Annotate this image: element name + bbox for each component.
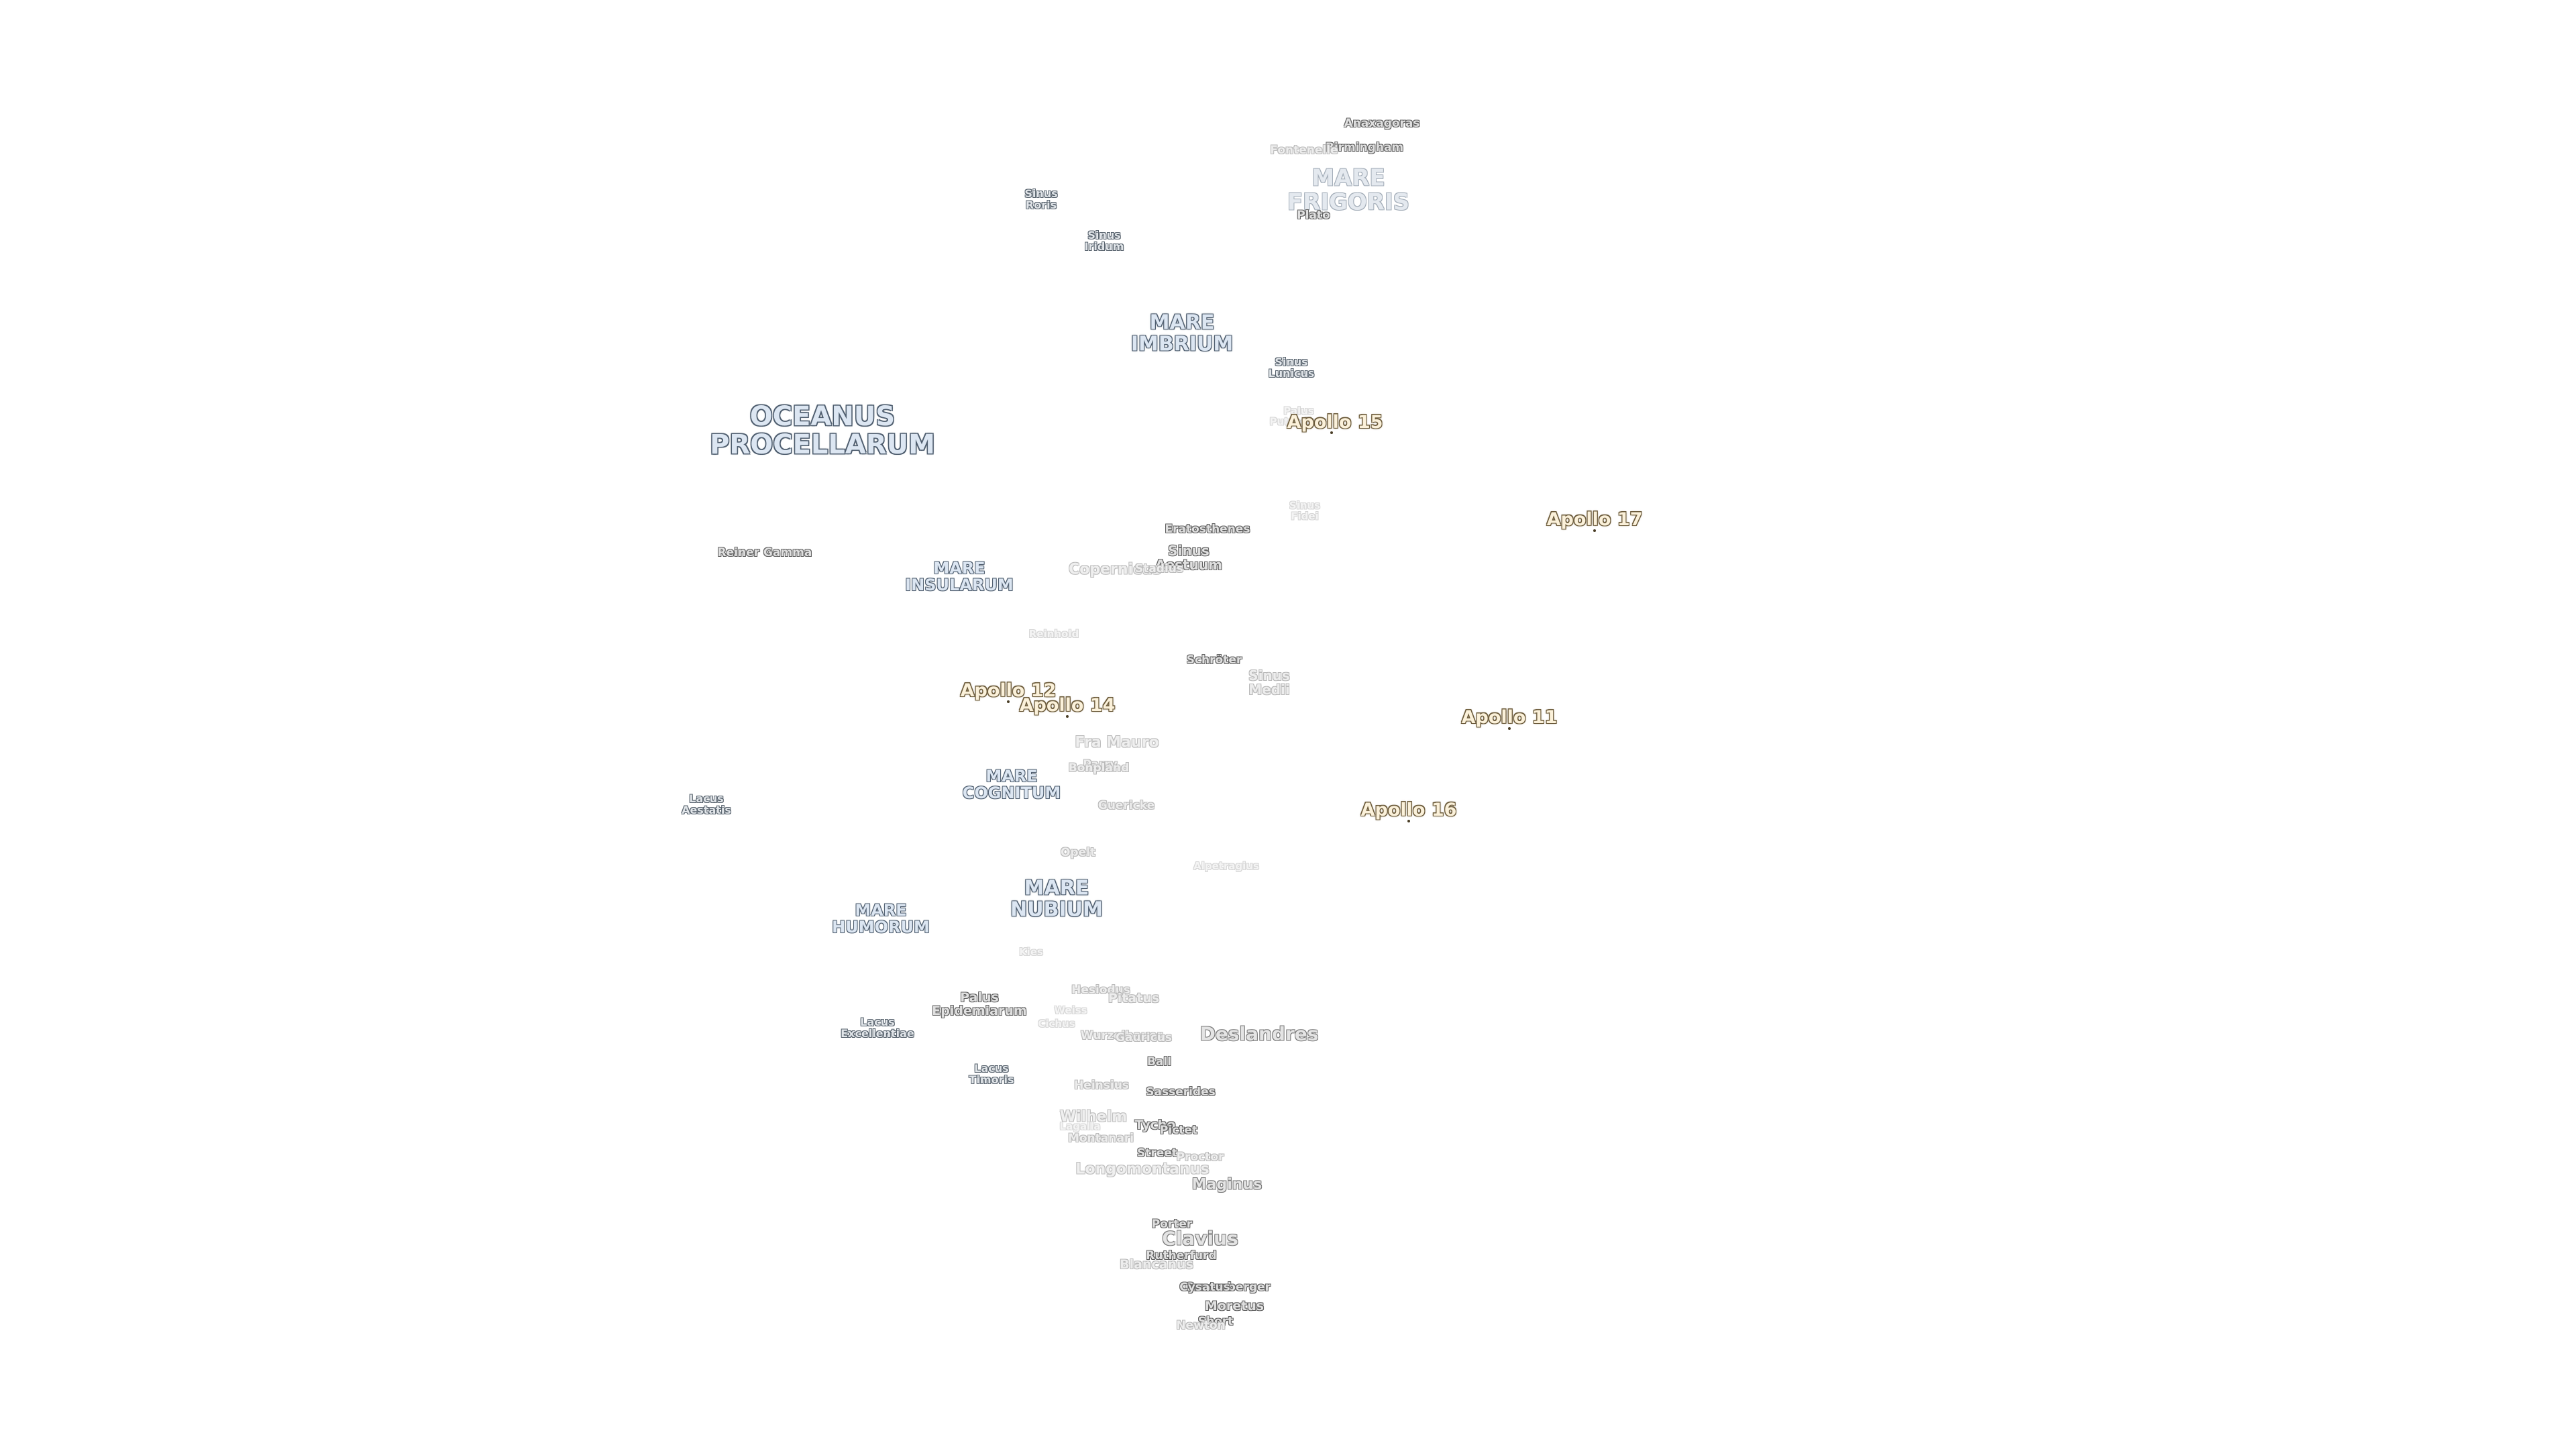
label-fontenelle: Fontenelle (1270, 144, 1338, 158)
label-mare-insularum: MARE INSULARUM (905, 558, 1014, 594)
label-sinus-fidei: Sinus Fidei (1289, 499, 1321, 522)
label-heinsius: Heinsius (1074, 1079, 1129, 1093)
label-sinus-medii: Sinus Medii (1248, 667, 1290, 698)
label-parry: Parry (1083, 758, 1118, 772)
label-proctor: Proctor (1176, 1150, 1224, 1165)
label-cysatus: Cysatus (1179, 1281, 1230, 1295)
label-gauricus: Gauricus (1115, 1031, 1173, 1045)
label-anaxagoras: Anaxagoras (1344, 117, 1420, 131)
label-lagalla: Lagalla (1059, 1120, 1101, 1133)
label-mare-cognitum: MARE COGNITUM (962, 766, 1061, 802)
label-montanari: Montanari (1067, 1132, 1134, 1146)
label-moretus: Moretus (1204, 1299, 1265, 1314)
label-alpetragius: Alpetragius (1193, 860, 1259, 873)
label-sinus-aestuum: Sinus Aestuum (1155, 543, 1222, 573)
label-ball: Ball (1146, 1055, 1172, 1069)
label-bonpland: Bonpland (1068, 761, 1130, 775)
label-newton: Newton (1176, 1319, 1226, 1333)
label-oceanus-procellarum: OCEANUS PROCELLARUM (710, 401, 935, 460)
label-sinus-lunicus: Sinus Lunicus (1268, 356, 1315, 380)
label-apollo-16: Apollo 16 (1360, 799, 1457, 820)
label-apollo-11: Apollo 11 (1461, 706, 1558, 728)
apollo-12-marker (1007, 700, 1010, 703)
label-apollo-15: Apollo 15 (1287, 411, 1383, 433)
apollo-15-marker (1330, 431, 1333, 434)
label-deslandres: Deslandres (1199, 1022, 1319, 1045)
label-fra-mauro: Fra Mauro (1075, 734, 1159, 751)
label-mare-nubium: MARE NUBIUM (1010, 876, 1103, 921)
label-reinhold: Reinhold (1028, 628, 1079, 641)
label-mare-frigoris: MARE FRIGORIS (1287, 164, 1410, 215)
label-schroter: Schröter (1186, 653, 1242, 667)
label-wurzelbauer: Wurzelbauer (1080, 1029, 1163, 1043)
label-apollo-12: Apollo 12 (960, 680, 1057, 701)
label-porter: Porter (1151, 1218, 1193, 1232)
label-pitatus: Pitatus (1108, 991, 1160, 1006)
label-rutherfurd: Rutherfurd (1146, 1249, 1217, 1263)
label-street: Street (1137, 1146, 1177, 1161)
label-reiner-gamma: Reiner Gamma (717, 546, 812, 560)
apollo-14-marker (1066, 715, 1069, 718)
label-palus-putredinis: Palus Putredinis (1269, 405, 1328, 427)
label-kies: Kies (1019, 946, 1043, 959)
label-lacus-timoris: Lacus Timoris (969, 1062, 1014, 1086)
label-cichus: Cichus (1038, 1018, 1075, 1030)
label-lacus-aestatis: Lacus Aestatis (682, 792, 731, 816)
label-eratosthenes: Eratosthenes (1165, 523, 1250, 537)
label-opelt: Opelt (1060, 846, 1096, 860)
label-plato: Plato (1297, 209, 1330, 223)
label-longomontanus: Longomontanus (1075, 1161, 1210, 1178)
label-apollo-14: Apollo 14 (1019, 694, 1116, 716)
label-blancanus: Blancanus (1120, 1257, 1193, 1273)
label-mare-humorum: MARE HUMORUM (832, 900, 930, 936)
label-palus-epidemiarum: Palus Epidemiarum (932, 990, 1027, 1018)
label-clavius: Clavius (1162, 1227, 1238, 1250)
label-gruemberger: Gruemberger (1185, 1281, 1271, 1295)
label-hesiodus: Hesiodus (1071, 983, 1130, 998)
label-sasserides: Sasserides (1146, 1085, 1216, 1099)
label-lacus-excellentiae: Lacus Excellentiae (841, 1016, 914, 1040)
apollo-17-marker (1593, 529, 1596, 532)
label-maginus: Maginus (1191, 1176, 1263, 1193)
label-pictet: Pictet (1159, 1124, 1198, 1138)
label-weiss: Weiss (1054, 1004, 1087, 1017)
apollo-11-marker (1508, 727, 1511, 730)
label-tycho: Tycho (1134, 1118, 1176, 1133)
label-short: Short (1197, 1315, 1234, 1329)
apollo-16-marker (1407, 820, 1410, 822)
label-stadius: Stadius (1134, 562, 1184, 576)
label-mare-imbrium: MARE IMBRIUM (1130, 311, 1234, 356)
label-birmingham: Birmingham (1325, 141, 1404, 155)
label-guericke: Guericke (1097, 799, 1155, 813)
label-apollo-17: Apollo 17 (1546, 508, 1643, 530)
label-wilhelm: Wilhelm (1059, 1108, 1128, 1126)
label-copernicus: Copernicus (1069, 561, 1161, 578)
label-sinus-roris: Sinus Roris (1024, 187, 1058, 211)
label-sinus-iridum: Sinus Iridum (1084, 229, 1124, 253)
